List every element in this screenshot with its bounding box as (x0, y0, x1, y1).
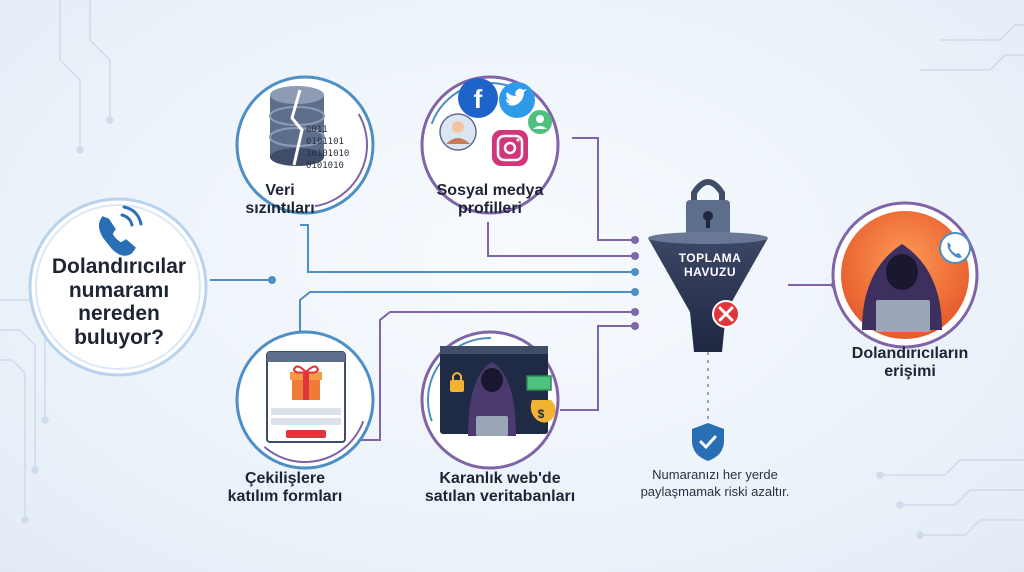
tip-line: paylaşmamak riski azaltır. (640, 483, 790, 499)
svg-text:$: $ (538, 407, 545, 421)
question-circle (28, 197, 208, 377)
label-line: Veri (265, 182, 295, 199)
twitter-icon (499, 82, 535, 118)
svg-text:0101101: 0101101 (306, 137, 344, 147)
forms-label: Çekilişlere katılım formları (215, 470, 355, 506)
label-line: profilleri (457, 199, 522, 217)
database-icon (269, 86, 325, 166)
svg-text:f: f (474, 84, 483, 114)
connector-lines (210, 137, 839, 441)
circuit-decoration (0, 0, 1024, 539)
main-question: Dolandırıcılar numaramı nereden buluyor? (34, 255, 204, 349)
error-x-icon (712, 300, 740, 328)
question-line: nereden (78, 302, 160, 326)
label-line: Dolandırıcıların (851, 345, 969, 362)
shield-check-icon (692, 423, 724, 461)
svg-text:0101010: 0101010 (306, 161, 344, 171)
label-line: Çekilişlere (244, 470, 326, 487)
label-line: katılım formları (227, 487, 343, 505)
access-label: Dolandırıcıların erişimi (825, 345, 995, 381)
svg-text:0011: 0011 (306, 125, 328, 135)
safety-tip: Numaranızı her yerde paylaşmamak riski a… (600, 467, 830, 501)
label-line: satılan veritabanları (424, 487, 576, 505)
funnel-label: TOPLAMA HAVUZU (660, 251, 760, 280)
label-line: erişimi (884, 362, 936, 380)
scam-call-icon (939, 232, 971, 264)
padlock-icon (686, 179, 730, 238)
label-line: sızıntıları (245, 199, 315, 217)
hacker-icon (468, 362, 516, 436)
label-line: Karanlık web'de (439, 470, 561, 487)
darkweb-label: Karanlık web'de satılan veritabanları (400, 470, 600, 506)
label-line: TOPLAMA (678, 251, 742, 265)
svg-text:10101010: 10101010 (306, 149, 349, 159)
money-icon: $ (526, 375, 556, 423)
contact-icon (528, 110, 552, 134)
label-line: Sosyal medya (436, 182, 544, 199)
phone-icon (98, 205, 143, 256)
gift-icon (290, 365, 322, 400)
binary-text: 0011 0101101 10101010 0101010 (306, 125, 349, 171)
social-label: Sosyal medya profilleri (405, 182, 575, 218)
question-line: buluyor? (74, 325, 164, 349)
label-line: HAVUZU (683, 264, 737, 279)
funnel-icon (648, 232, 768, 352)
scammer-icon (862, 244, 942, 332)
facebook-icon: f (458, 78, 498, 118)
question-line: Dolandırıcılar (51, 255, 187, 278)
instagram-icon (492, 130, 528, 166)
tip-line: Numaranızı her yerde (652, 467, 778, 482)
user-avatar-icon (439, 113, 477, 151)
leaks-label: Veri sızıntıları (220, 182, 340, 218)
question-line: numaramı (68, 278, 170, 302)
